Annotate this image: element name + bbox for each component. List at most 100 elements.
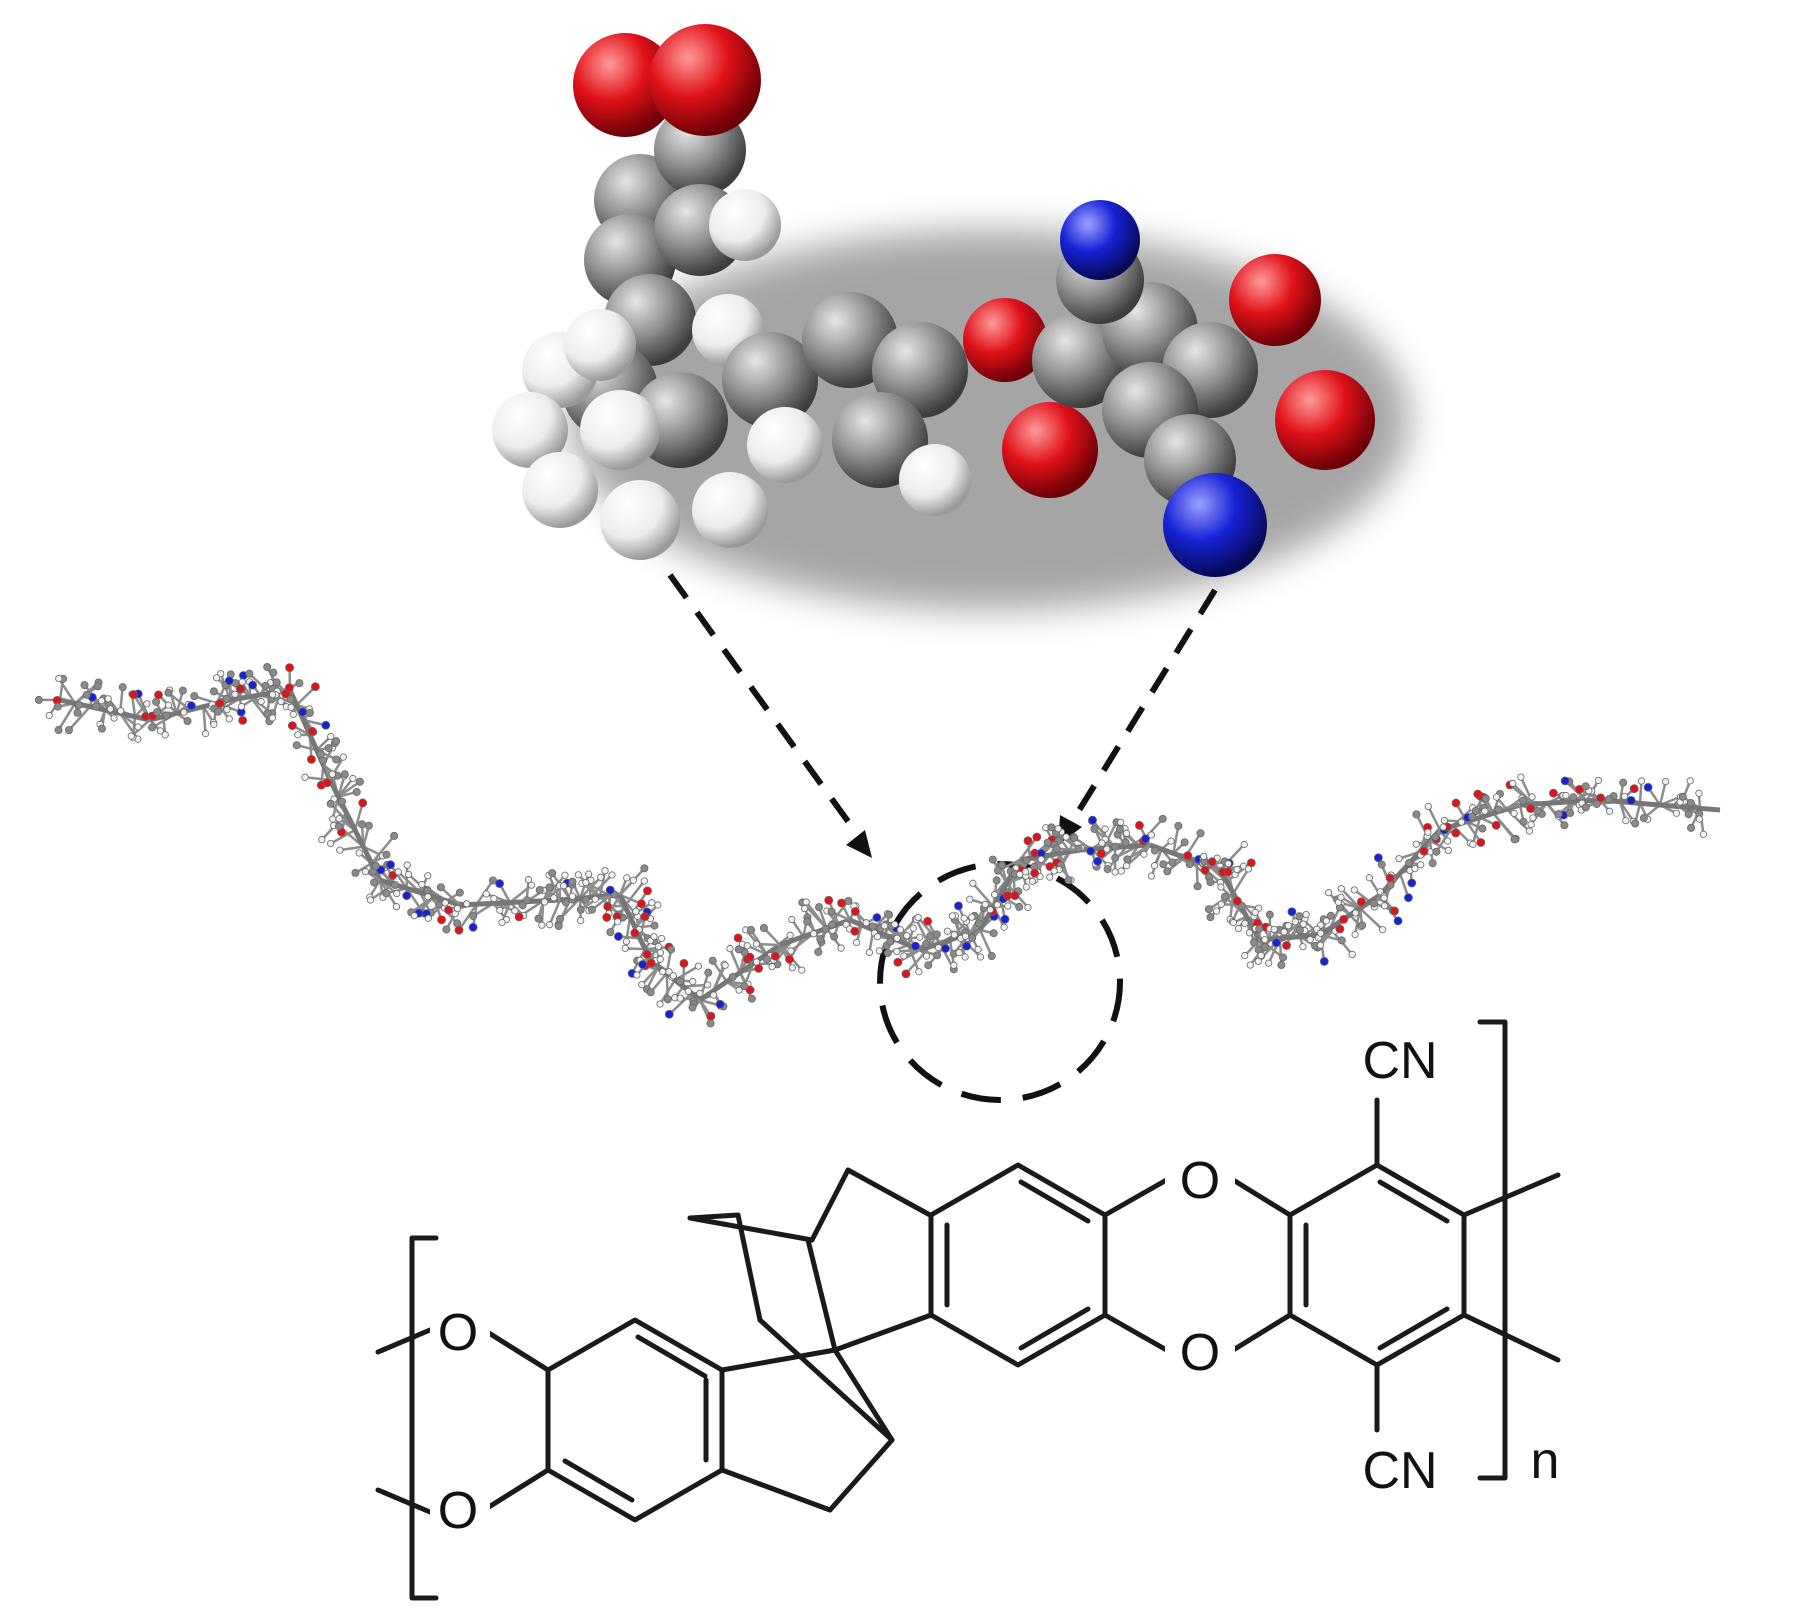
chain-atom [418,880,426,889]
chain-atom [269,690,277,699]
chain-atom [1212,907,1221,915]
chain-atom [329,815,337,823]
chain-atom [97,697,106,705]
chain-atom [482,890,490,898]
chain-atom [1439,823,1447,831]
chain-atom [814,947,823,956]
chain-atom [1000,923,1008,931]
chain-bond [1340,896,1361,910]
chain-atom [1299,920,1307,928]
chain-backbone-bond [1318,892,1382,938]
chain-atom [1046,873,1054,881]
chain-atom [269,668,278,677]
chain-atom [1117,867,1125,875]
chain-atom [1380,894,1388,902]
hydrogen-atom [564,309,636,381]
chain-bond [598,870,607,897]
chain-atom [883,948,892,957]
chain-atom [638,981,646,989]
chain-atom [322,778,332,788]
chain-atom [1284,922,1292,930]
chain-atom [1379,926,1387,934]
chain-atom [1316,941,1325,949]
chain-atom [272,678,281,687]
chain-atom [1377,860,1386,869]
hydrogen-atom [522,452,598,528]
chain-atom [441,899,449,907]
chain-atom [1596,793,1606,803]
chain-bond [68,705,91,731]
chain-atom [1135,820,1144,830]
chain-atom [577,916,585,925]
chain-atom [1074,844,1083,853]
chain-atom [1684,810,1693,819]
chain-atom [640,877,648,885]
chain-atom [294,731,302,739]
chain-atom [295,679,304,688]
chain-atom [623,874,631,882]
chain-atom [324,744,333,753]
chain-atom [955,949,963,957]
chain-atom [1380,902,1389,910]
chain-atom [1481,807,1489,815]
chain-atom [386,860,395,870]
chain-atom [656,1000,664,1008]
nitrogen-atom [1163,473,1267,577]
chain-atom [1123,829,1131,837]
chain-atom [1023,836,1033,846]
chain-atom [621,944,629,952]
chain-bond [971,882,995,908]
label-backdrop [430,1480,490,1540]
chain-bond [728,948,742,973]
chain-bond [1232,868,1250,894]
bond [827,1437,895,1513]
chain-atom [1193,882,1202,891]
chain-atom [1150,862,1159,870]
chain-atom [1468,812,1477,821]
chain-atom [990,890,999,899]
chain-atom [816,935,825,944]
chain-atom [1473,789,1483,799]
chain-bond [249,695,271,723]
chain-atom [1404,893,1413,903]
chain-atom [336,846,344,854]
chain-atom [656,955,664,963]
chain-backbone-bond [1019,847,1081,863]
chain-atom [358,820,367,829]
chain-atom [404,870,413,879]
chain-atom [830,932,839,941]
chain-atom [1373,853,1383,863]
chain-atom [950,961,958,969]
bond [719,1467,833,1513]
chain-atom [223,706,231,714]
repeat-unit-n: n [1531,1432,1560,1490]
chain-bond [1340,887,1361,910]
chain-atom [1412,810,1421,819]
chain-atom [1196,829,1205,838]
chain-atom [706,1011,716,1021]
chain-atom [788,964,796,972]
chain-atom [238,715,248,725]
chain-bond [339,845,364,852]
chain-atom [1554,810,1563,819]
chain-atom [468,922,478,932]
chain-atom [608,871,616,879]
chain-atom [1492,793,1501,801]
chain-atom [424,872,432,880]
chain-atom [752,958,761,966]
chain-atom [911,941,920,951]
chain-backbone-bond [698,942,782,1003]
chain-atom [442,925,451,934]
chain-atom [1167,837,1175,845]
bond [481,1467,551,1513]
chain-bond [711,959,728,983]
chain-atom [1440,816,1449,825]
hydrogen-atom [692,472,768,548]
chain-atom [1581,782,1590,791]
chain-bond [370,835,396,865]
chain-atom [591,895,599,903]
chain-atom [754,963,764,973]
chain-atom [1158,814,1167,823]
chain-atom [1509,779,1517,787]
